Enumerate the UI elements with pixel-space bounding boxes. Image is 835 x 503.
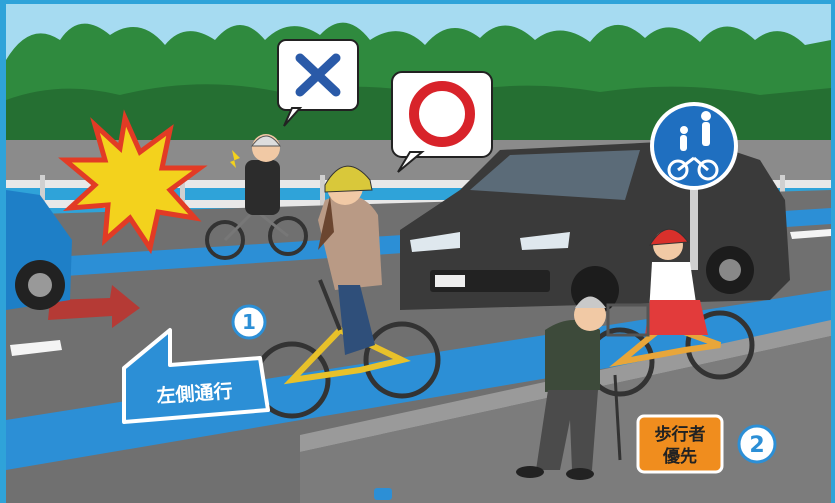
marker-1-text: 1 bbox=[242, 310, 256, 334]
pedestrian-priority-line2: 優先 bbox=[662, 446, 697, 467]
circle-icon bbox=[409, 81, 475, 147]
elderly-pedestrian bbox=[516, 296, 622, 480]
keep-left-label: 左側通行 bbox=[122, 328, 270, 424]
wrong-way-cyclist bbox=[205, 134, 308, 260]
direction-arrow bbox=[48, 285, 140, 328]
pedestrian-priority-line1: 歩行者 bbox=[655, 424, 706, 445]
right-speech-bubble bbox=[391, 71, 493, 173]
wrong-speech-bubble bbox=[277, 39, 359, 127]
marker-2-badge: 2 bbox=[737, 424, 777, 464]
marker-1-badge: 1 bbox=[231, 304, 267, 340]
pedestrian-priority-badge: 歩行者 優先 bbox=[636, 414, 724, 474]
impact-burst-icon bbox=[58, 109, 208, 255]
woman-cyclist bbox=[253, 165, 441, 419]
cross-icon bbox=[295, 53, 341, 97]
marker-2-text: 2 bbox=[749, 433, 764, 458]
left-blue-car bbox=[6, 190, 72, 310]
bicycle-pedestrian-sign-icon bbox=[650, 102, 738, 270]
small-blue-object bbox=[374, 488, 392, 500]
girl-cyclist bbox=[585, 228, 755, 397]
keep-left-text: 左側通行 bbox=[156, 379, 233, 407]
